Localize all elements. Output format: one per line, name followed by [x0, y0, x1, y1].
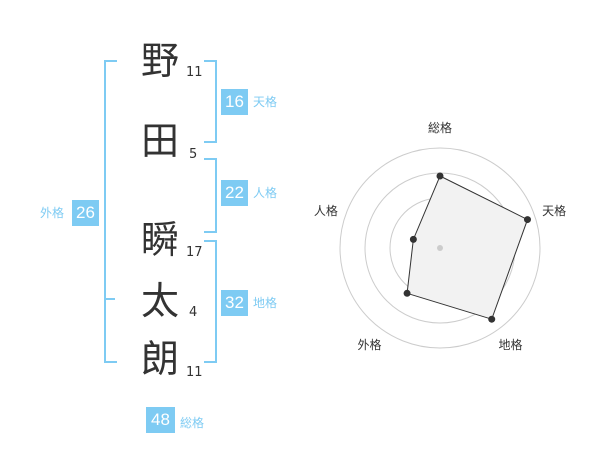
tenkaku-value: 16	[221, 89, 248, 115]
radar-center	[437, 245, 443, 251]
name-char-2: 田	[140, 119, 179, 163]
radar-point-2	[523, 216, 531, 224]
stroke-count-5: 11	[186, 365, 203, 380]
stroke-count-3: 17	[186, 245, 203, 260]
name-char-3: 瞬	[140, 218, 179, 262]
stroke-count-1: 11	[186, 65, 203, 80]
gaikaku-divider-tick	[104, 298, 115, 300]
radar-point-5	[409, 235, 417, 243]
name-char-1: 野	[140, 39, 179, 83]
gaikaku-value: 26	[72, 200, 99, 226]
radar-point-1	[436, 172, 444, 180]
chikaku-bracket	[204, 240, 217, 363]
tenkaku-bracket	[204, 60, 217, 143]
soukaku-value: 48	[146, 407, 175, 433]
stroke-count-2: 5	[189, 147, 198, 162]
chikaku-label: 地格	[253, 296, 278, 310]
radar-axis-label-3: 地格	[499, 337, 523, 352]
radar-axis-label-2: 天格	[542, 203, 566, 218]
jinkaku-value: 22	[221, 180, 248, 206]
radar-point-3	[488, 315, 496, 323]
radar-axis-label-5: 人格	[314, 203, 338, 218]
jinkaku-label: 人格	[253, 186, 278, 200]
tenkaku-label: 天格	[253, 95, 278, 109]
gaikaku-bracket	[104, 60, 117, 363]
radar-point-4	[403, 289, 411, 297]
radar-area	[406, 175, 529, 320]
radar-axis-label-4: 外格	[357, 337, 381, 352]
jinkaku-bracket	[204, 158, 217, 233]
radar-ring-4	[339, 147, 541, 349]
name-char-5: 朗	[140, 337, 179, 381]
stroke-count-4: 4	[189, 305, 198, 320]
radar-axis-label-1: 総格	[428, 120, 452, 135]
chikaku-value: 32	[221, 290, 248, 316]
gaikaku-label: 外格	[40, 206, 65, 220]
name-char-4: 太	[140, 279, 179, 323]
soukaku-label: 総格	[180, 416, 205, 430]
